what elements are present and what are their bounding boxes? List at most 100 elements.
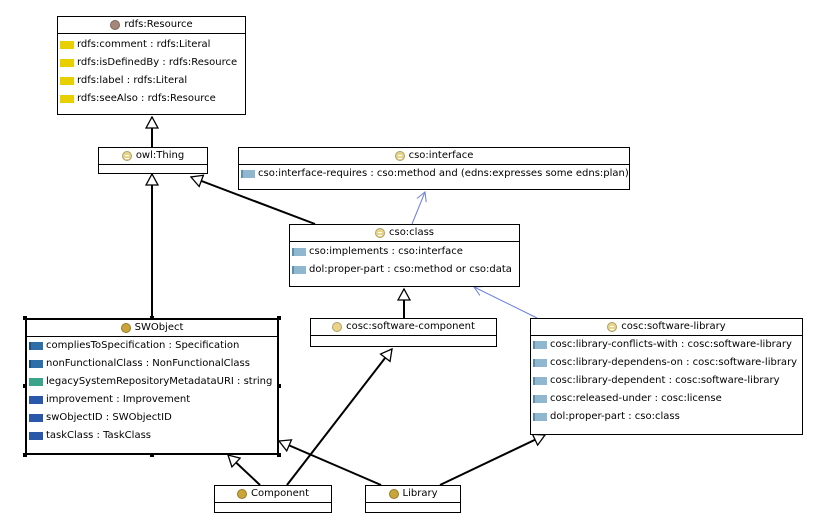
- attribute-name: improvement: [46, 394, 114, 405]
- selection-handle[interactable]: [150, 316, 154, 320]
- class-icon: [236, 489, 247, 499]
- selection-handle[interactable]: [23, 384, 27, 388]
- class-icon: [121, 151, 132, 161]
- class-name: rdfs:Resource: [124, 19, 193, 30]
- selection-handle[interactable]: [277, 453, 281, 457]
- attribute-name: dol:proper-part: [309, 264, 385, 275]
- object-property-icon: [292, 248, 306, 256]
- class-header: Component: [215, 486, 331, 502]
- attribute-name: cosc:library-dependent: [550, 375, 666, 386]
- attribute-name: cso:implements: [309, 246, 389, 257]
- attribute-type: : cso:method and (edns:expresses some ed…: [370, 168, 629, 179]
- object-property-icon: [533, 341, 547, 349]
- attribute-row[interactable]: swObjectID : SWObjectID: [28, 409, 277, 427]
- class-name: cosc:software-library: [621, 321, 726, 332]
- attribute-row[interactable]: cosc:released-under : cosc:license: [532, 390, 802, 408]
- attribute-type: : cso:interface: [391, 246, 463, 257]
- attribute-name: cosc:released-under: [550, 393, 652, 404]
- object-property-icon: [241, 170, 255, 178]
- attribute-row[interactable]: compliesToSpecification : Specification: [28, 337, 277, 355]
- attribute-type: : SWObjectID: [105, 412, 172, 423]
- class-name: Component: [250, 488, 310, 499]
- class-name: cso:class: [388, 227, 435, 238]
- navy-property-icon: [29, 396, 43, 404]
- class-library[interactable]: Library: [365, 485, 461, 513]
- selection-handle[interactable]: [23, 316, 27, 320]
- attribute-type: : rdfs:Literal: [126, 75, 188, 86]
- class-component[interactable]: Component: [214, 485, 332, 513]
- class-icon: [374, 228, 385, 238]
- class-cosc-software-component[interactable]: cosc:software-component: [310, 318, 497, 347]
- attribute-row[interactable]: rdfs:comment : rdfs:Literal: [59, 36, 245, 54]
- class-icon: [388, 489, 399, 499]
- attribute-row[interactable]: legacySystemRepositoryMetadataURI : stri…: [28, 373, 277, 391]
- attribute-row[interactable]: cosc:library-dependens-on : cosc:softwar…: [532, 354, 802, 372]
- attribute-type: : Improvement: [116, 394, 191, 405]
- attribute-row[interactable]: dol:proper-part : cso:method or cso:data: [291, 261, 519, 279]
- attribute-row[interactable]: cosc:library-conflicts-with : cosc:softw…: [532, 336, 802, 354]
- attribute-row[interactable]: rdfs:isDefinedBy : rdfs:Resource: [59, 54, 245, 72]
- attribute-row[interactable]: nonFunctionalClass : NonFunctionalClass: [28, 355, 277, 373]
- class-icon: [607, 322, 618, 332]
- object-property-icon: [29, 342, 43, 350]
- selection-handle[interactable]: [23, 453, 27, 457]
- attribute-row[interactable]: rdfs:label : rdfs:Literal: [59, 72, 245, 90]
- attribute-row[interactable]: dol:proper-part : cso:class: [532, 408, 802, 426]
- yellow-property-icon: [60, 77, 74, 85]
- attribute-name: cosc:library-dependens-on: [550, 357, 683, 368]
- class-swobject[interactable]: SWObject compliesToSpecification : Speci…: [25, 318, 279, 455]
- class-header: cso:class: [290, 225, 519, 241]
- attribute-name: rdfs:comment: [77, 39, 147, 50]
- class-icon: [394, 151, 405, 161]
- attribute-row[interactable]: cso:implements : cso:interface: [291, 243, 519, 261]
- class-cso-class[interactable]: cso:class cso:implements : cso:interface…: [289, 224, 520, 287]
- datatype-property-icon: [29, 378, 43, 386]
- class-name: Library: [402, 488, 438, 499]
- object-property-icon: [533, 413, 547, 421]
- attribute-type: : Specification: [168, 340, 240, 351]
- class-icon: [120, 323, 131, 333]
- class-name: SWObject: [134, 322, 184, 333]
- object-property-icon: [29, 360, 43, 368]
- class-header: owl:Thing: [99, 148, 207, 164]
- class-cso-interface[interactable]: cso:interface cso:interface-requires : c…: [238, 147, 630, 190]
- class-name: cso:interface: [408, 150, 474, 161]
- class-owl-thing[interactable]: owl:Thing: [98, 147, 208, 174]
- selection-handle[interactable]: [150, 453, 154, 457]
- selection-handle[interactable]: [277, 316, 281, 320]
- class-name: owl:Thing: [135, 150, 185, 161]
- attribute-row[interactable]: taskClass : TaskClass: [28, 427, 277, 445]
- selection-handle[interactable]: [277, 384, 281, 388]
- attribute-name: cso:interface-requires: [258, 168, 368, 179]
- attribute-row[interactable]: cso:interface-requires : cso:method and …: [240, 165, 629, 183]
- attribute-type: : cosc:software-library: [668, 375, 780, 386]
- class-rdfs-resource[interactable]: rdfs:Resource rdfs:comment : rdfs:Litera…: [57, 16, 246, 115]
- attribute-type: : rdfs:Resource: [141, 93, 216, 104]
- edge-softlib-to-csoclass: [473, 285, 538, 319]
- navy-property-icon: [29, 414, 43, 422]
- class-name: cosc:software-component: [346, 321, 475, 332]
- class-cosc-software-library[interactable]: cosc:software-library cosc:library-confl…: [530, 318, 803, 435]
- object-property-icon: [533, 377, 547, 385]
- attribute-row[interactable]: rdfs:seeAlso : rdfs:Resource: [59, 90, 245, 108]
- class-header: Library: [366, 486, 460, 502]
- edge-csoclass-to-interface: [411, 191, 427, 225]
- class-header: rdfs:Resource: [58, 17, 245, 33]
- attribute-name: cosc:library-conflicts-with: [550, 339, 678, 350]
- attribute-name: legacySystemRepositoryMetadataURI: [46, 376, 234, 387]
- attribute-name: taskClass: [46, 430, 94, 441]
- attribute-type: : rdfs:Literal: [150, 39, 211, 50]
- yellow-property-icon: [60, 59, 74, 67]
- edge-csoclass-to-thing: [191, 177, 316, 225]
- attribute-type: : cosc:license: [654, 393, 722, 404]
- navy-property-icon: [29, 432, 43, 440]
- yellow-property-icon: [60, 95, 74, 103]
- class-header: cosc:software-library: [531, 319, 802, 335]
- attribute-type: : TaskClass: [96, 430, 151, 441]
- attribute-type: : rdfs:Resource: [162, 57, 238, 68]
- attribute-name: nonFunctionalClass: [46, 358, 143, 369]
- object-property-icon: [533, 359, 547, 367]
- attribute-row[interactable]: cosc:library-dependent : cosc:software-l…: [532, 372, 802, 390]
- attribute-row[interactable]: improvement : Improvement: [28, 391, 277, 409]
